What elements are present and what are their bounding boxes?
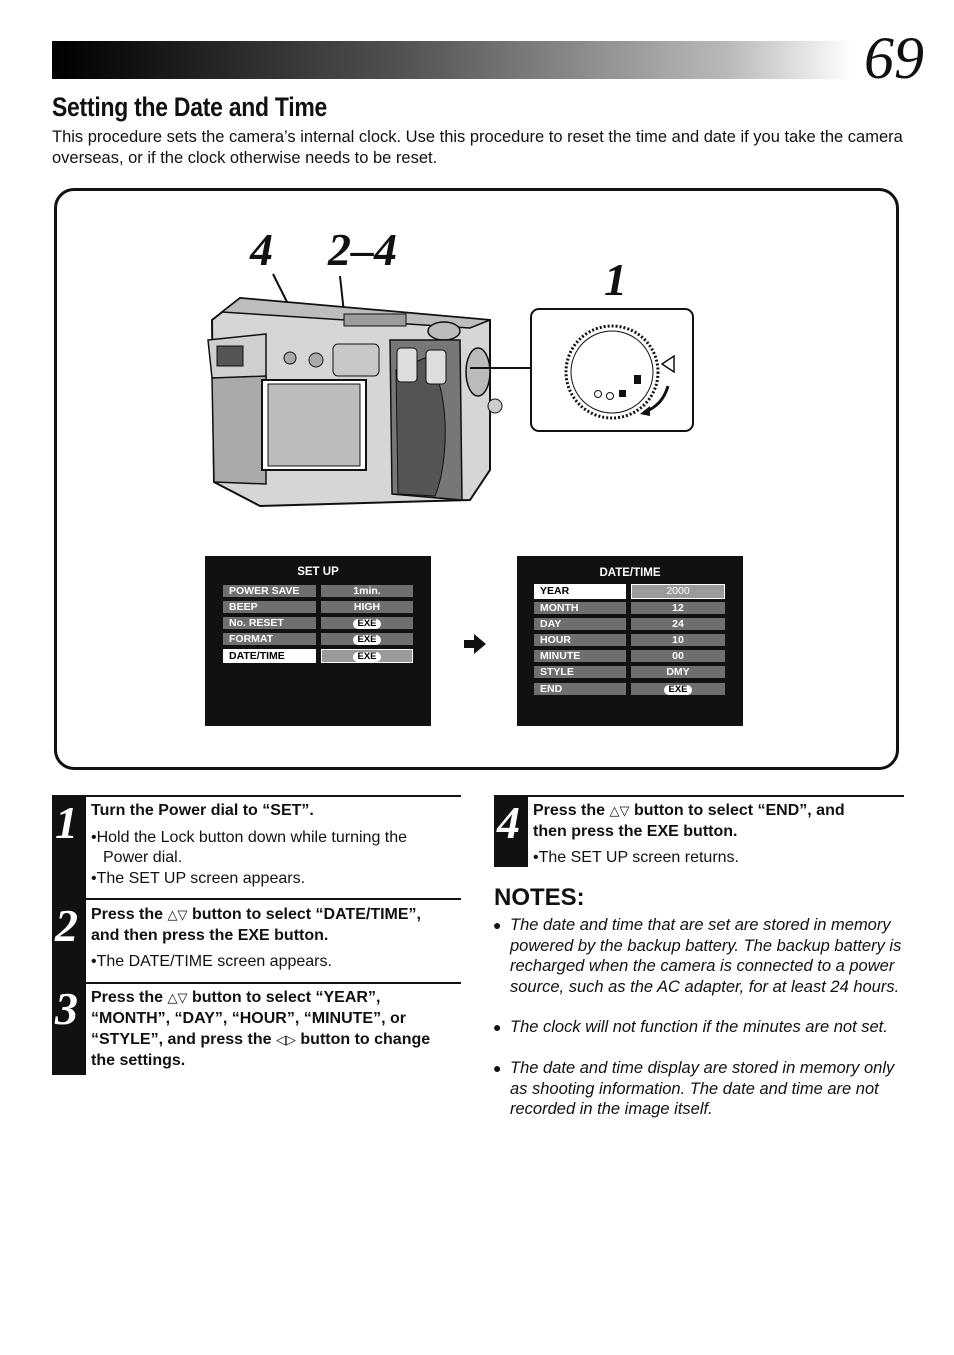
left-right-triangle-icon: ◁▷ xyxy=(275,1032,296,1047)
datetime-row: MINUTE 00 xyxy=(534,650,725,662)
step-3-heading: Press the △▽ button to select “YEAR”, “M… xyxy=(91,987,430,1071)
datetime-row-label: STYLE xyxy=(534,666,626,678)
setup-row-label: POWER SAVE xyxy=(223,585,316,597)
step-3-heading-a: Press the xyxy=(91,989,164,1006)
setup-row-label: FORMAT xyxy=(223,633,316,645)
step-3-heading-c: “MONTH”, “DAY”, “HOUR”, “MINUTE”, or xyxy=(91,1010,406,1027)
note-bullet-icon: ● xyxy=(493,1019,502,1035)
step-3-heading-e: button to change xyxy=(300,1031,431,1048)
datetime-row-value: DMY xyxy=(631,666,725,678)
setup-row-label: BEEP xyxy=(223,601,316,613)
setup-row: No. RESET EXE xyxy=(223,617,413,629)
steps-1-3-number-bar xyxy=(52,795,86,1075)
step-1-heading: Turn the Power dial to “SET”. xyxy=(91,802,314,819)
datetime-row-value: 10 xyxy=(631,634,725,646)
setup-row-value: HIGH xyxy=(321,601,413,613)
right-arrow-icon xyxy=(464,634,486,654)
setup-row-value: EXE xyxy=(321,649,413,663)
step-3-heading-b: button to select “YEAR”, xyxy=(191,989,381,1006)
note-item: The date and time that are set are store… xyxy=(510,916,902,996)
datetime-row-value: EXE xyxy=(631,683,725,695)
note-bullet-icon: ● xyxy=(493,1060,502,1076)
datetime-row: END EXE xyxy=(534,683,725,695)
note-item: The date and time display are stored in … xyxy=(510,1059,895,1118)
up-down-triangle-icon: △▽ xyxy=(609,803,630,818)
illustration-frame xyxy=(54,188,899,770)
notes-heading: NOTES: xyxy=(494,884,585,911)
setup-row-value: EXE xyxy=(321,617,413,629)
intro-paragraph: This procedure sets the camera’s interna… xyxy=(52,128,903,167)
step-1-rule xyxy=(86,795,461,797)
datetime-row-label: HOUR xyxy=(534,634,626,646)
datetime-row-label: MONTH xyxy=(534,602,626,614)
setup-row: FORMAT EXE xyxy=(223,633,413,645)
datetime-screen-title: DATE/TIME xyxy=(599,567,661,579)
datetime-row: MONTH 12 xyxy=(534,602,725,614)
step-4-heading-b: button to select “END”, and xyxy=(633,802,845,819)
step-1-number: 1 xyxy=(55,797,78,848)
step-4-rule xyxy=(528,795,904,797)
dial-connector-line xyxy=(470,367,532,369)
datetime-row: HOUR 10 xyxy=(534,634,725,646)
exe-pill: EXE xyxy=(353,619,381,629)
step-2-heading-a: Press the xyxy=(91,906,164,923)
step-2-bullet: •The DATE/TIME screen appears. xyxy=(91,953,332,970)
page-number: 69 xyxy=(864,25,924,91)
setup-row-selected: DATE/TIME EXE xyxy=(223,649,413,663)
up-down-triangle-icon: △▽ xyxy=(167,907,188,922)
page-title: Setting the Date and Time xyxy=(52,92,328,122)
step-4-heading-c: then press the EXE button. xyxy=(533,823,738,840)
step-2-rule xyxy=(86,898,461,900)
setup-row: BEEP HIGH xyxy=(223,601,413,613)
step-4-number-bar xyxy=(494,795,528,867)
step-3-heading-f: the settings. xyxy=(91,1052,186,1069)
step-4-heading-a: Press the xyxy=(533,802,606,819)
step-4-heading: Press the △▽ button to select “END”, and… xyxy=(533,800,845,842)
step-3-rule xyxy=(86,982,461,984)
setup-row: POWER SAVE 1min. xyxy=(223,585,413,597)
step-2-heading: Press the △▽ button to select “DATE/TIME… xyxy=(91,904,421,946)
step-4-number: 4 xyxy=(497,797,520,848)
callout-1: 1 xyxy=(604,254,627,305)
exe-pill: EXE xyxy=(664,685,692,695)
step-1-bullet: •The SET UP screen appears. xyxy=(91,870,306,887)
header-gradient-bar xyxy=(52,41,852,79)
datetime-row-label: MINUTE xyxy=(534,650,626,662)
exe-pill: EXE xyxy=(353,652,381,662)
camera-illustration xyxy=(207,273,503,508)
datetime-row-value: 24 xyxy=(631,618,725,630)
step-3-heading-d: “STYLE”, and press the xyxy=(91,1031,272,1048)
note-item: The clock will not function if the minut… xyxy=(510,1018,888,1036)
exe-pill: EXE xyxy=(353,635,381,645)
step-1-bullet: Power dial. xyxy=(103,849,183,866)
power-dial-inset xyxy=(530,308,694,432)
callout-4: 4 xyxy=(250,224,273,275)
step-1-bullet: •Hold the Lock button down while turning… xyxy=(91,829,408,846)
setup-row-label: No. RESET xyxy=(223,617,316,629)
datetime-row-selected: YEAR 2000 xyxy=(534,584,725,599)
note-bullet-icon: ● xyxy=(493,917,502,933)
up-down-triangle-icon: △▽ xyxy=(167,990,188,1005)
datetime-row-value: 2000 xyxy=(631,584,725,599)
datetime-row-label: DAY xyxy=(534,618,626,630)
callout-2-4: 2–4 xyxy=(328,224,397,275)
setup-row-label: DATE/TIME xyxy=(223,649,316,663)
setup-screen: SET UP POWER SAVE 1min. BEEP HIGH No. RE… xyxy=(205,556,431,726)
setup-screen-title: SET UP xyxy=(297,566,339,578)
step-3-number: 3 xyxy=(55,983,78,1034)
datetime-row: STYLE DMY xyxy=(534,666,725,678)
datetime-row-value: 12 xyxy=(631,602,725,614)
setup-row-value: 1min. xyxy=(321,585,413,597)
datetime-row-value: 00 xyxy=(631,650,725,662)
step-2-heading-b: button to select “DATE/TIME”, xyxy=(191,906,421,923)
datetime-screen: DATE/TIME YEAR 2000 MONTH 12 DAY 24 HOUR… xyxy=(517,556,743,726)
datetime-row-label: YEAR xyxy=(534,584,626,599)
datetime-row-label: END xyxy=(534,683,626,695)
step-2-heading-c: and then press the EXE button. xyxy=(91,927,329,944)
step-2-number: 2 xyxy=(55,900,78,951)
datetime-row: DAY 24 xyxy=(534,618,725,630)
step-4-bullet: •The SET UP screen returns. xyxy=(533,849,739,866)
setup-row-value: EXE xyxy=(321,633,413,645)
